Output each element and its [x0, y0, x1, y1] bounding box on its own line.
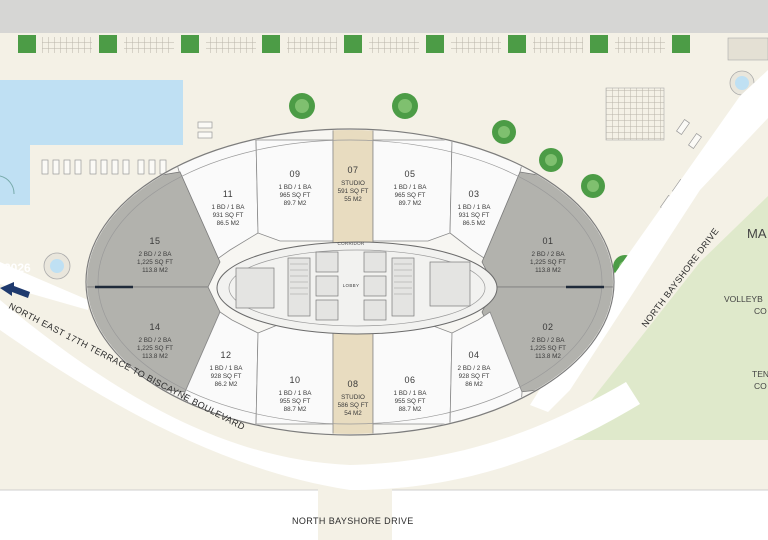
unit-detail: 88.7 M2 [284, 406, 307, 413]
building-core [216, 241, 498, 335]
unit-detail: 1,225 SQ FT [530, 259, 566, 266]
unit-number: 02 [542, 322, 553, 332]
pergola-grid [605, 87, 665, 141]
green-lawn [560, 196, 768, 440]
unit-detail: 2 BD / 2 BA [532, 337, 566, 344]
unit-detail: 1 BD / 1 BA [279, 184, 313, 191]
unit-number: 14 [149, 322, 160, 332]
amenity-volleyball-label: VOLLEYB [724, 294, 763, 304]
unit-07[interactable] [332, 128, 374, 247]
unit-detail: 931 SQ FT [213, 212, 244, 219]
unit-detail: 113.8 M2 [142, 353, 168, 360]
unit-detail: 86.5 M2 [217, 220, 240, 227]
unit-detail: 2 BD / 2 BA [139, 251, 173, 258]
unit-number: 11 [223, 189, 233, 199]
unit-number: 10 [289, 375, 300, 385]
road-terrace-curve [0, 300, 640, 490]
unit-detail: 1,225 SQ FT [137, 345, 173, 352]
unit-detail: 113.8 M2 [142, 267, 168, 274]
unit-detail: 54 M2 [344, 410, 362, 417]
top-strip [0, 0, 768, 33]
unit-detail: 1 BD / 1 BA [212, 204, 246, 211]
unit-detail: 928 SQ FT [211, 373, 242, 380]
pool-extension [0, 145, 30, 205]
arrow-left-icon [0, 282, 30, 298]
pergola-row [18, 35, 768, 61]
unit-number: 07 [347, 165, 358, 175]
fountain-left [43, 252, 71, 280]
unit-detail: 1,225 SQ FT [137, 259, 173, 266]
unit-detail: 86.2 M2 [215, 381, 238, 388]
unit-detail: 931 SQ FT [459, 212, 490, 219]
unit-detail: 89.7 M2 [399, 200, 422, 207]
unit-detail: 1 BD / 1 BA [458, 204, 492, 211]
unit-detail: 113.8 M2 [535, 353, 561, 360]
unit-detail: 1 BD / 1 BA [210, 365, 244, 372]
unit-detail: 2 BD / 2 BA [139, 337, 173, 344]
unit-detail: 1 BD / 1 BA [394, 184, 428, 191]
unit-detail: STUDIO [341, 394, 365, 401]
watermark-year: 2026 [4, 261, 31, 275]
unit-detail: 89.7 M2 [284, 200, 307, 207]
core-corridor-label: CORRIDOR [338, 241, 365, 246]
unit-number: 05 [404, 169, 415, 179]
unit-number: 01 [542, 236, 553, 246]
unit-detail: 965 SQ FT [395, 192, 426, 199]
amenity-tennis-label-2: CO [754, 381, 767, 391]
unit-detail: 1,225 SQ FT [530, 345, 566, 352]
unit-number: 09 [289, 169, 300, 179]
unit-detail: 113.8 M2 [535, 267, 561, 274]
unit-detail: 1 BD / 1 BA [394, 390, 428, 397]
amenity-tennis-label: TEN [752, 369, 768, 379]
amenity-volleyball-label-2: CO [754, 306, 767, 316]
unit-05[interactable] [372, 139, 453, 242]
unit-detail: 586 SQ FT [338, 402, 369, 409]
unit-detail: 955 SQ FT [395, 398, 426, 405]
unit-detail: 2 BD / 2 BA [458, 365, 492, 372]
unit-number: 15 [149, 236, 160, 246]
unit-number: 04 [468, 350, 479, 360]
pool [0, 80, 183, 145]
unit-number: 08 [347, 379, 358, 389]
core-lobby-label: LOBBY [343, 283, 360, 288]
unit-detail: 55 M2 [344, 196, 362, 203]
unit-number: 03 [468, 189, 479, 199]
unit-number: 06 [404, 375, 415, 385]
unit-detail: STUDIO [341, 180, 365, 187]
unit-detail: 1 BD / 1 BA [279, 390, 313, 397]
unit-detail: 86.5 M2 [463, 220, 486, 227]
unit-09[interactable] [255, 139, 335, 242]
unit-detail: 591 SQ FT [338, 188, 369, 195]
amenity-ma-label: MA [747, 226, 767, 241]
road-label-bayshore-bottom: NORTH BAYSHORE DRIVE [292, 516, 414, 526]
road-bottom-median [318, 490, 392, 540]
unit-detail: 88.7 M2 [399, 406, 422, 413]
unit-number: 12 [220, 350, 231, 360]
unit-detail: 2 BD / 2 BA [532, 251, 566, 258]
unit-detail: 955 SQ FT [280, 398, 311, 405]
unit-detail: 965 SQ FT [280, 192, 311, 199]
unit-detail: 86 M2 [465, 381, 483, 388]
unit-detail: 928 SQ FT [459, 373, 490, 380]
